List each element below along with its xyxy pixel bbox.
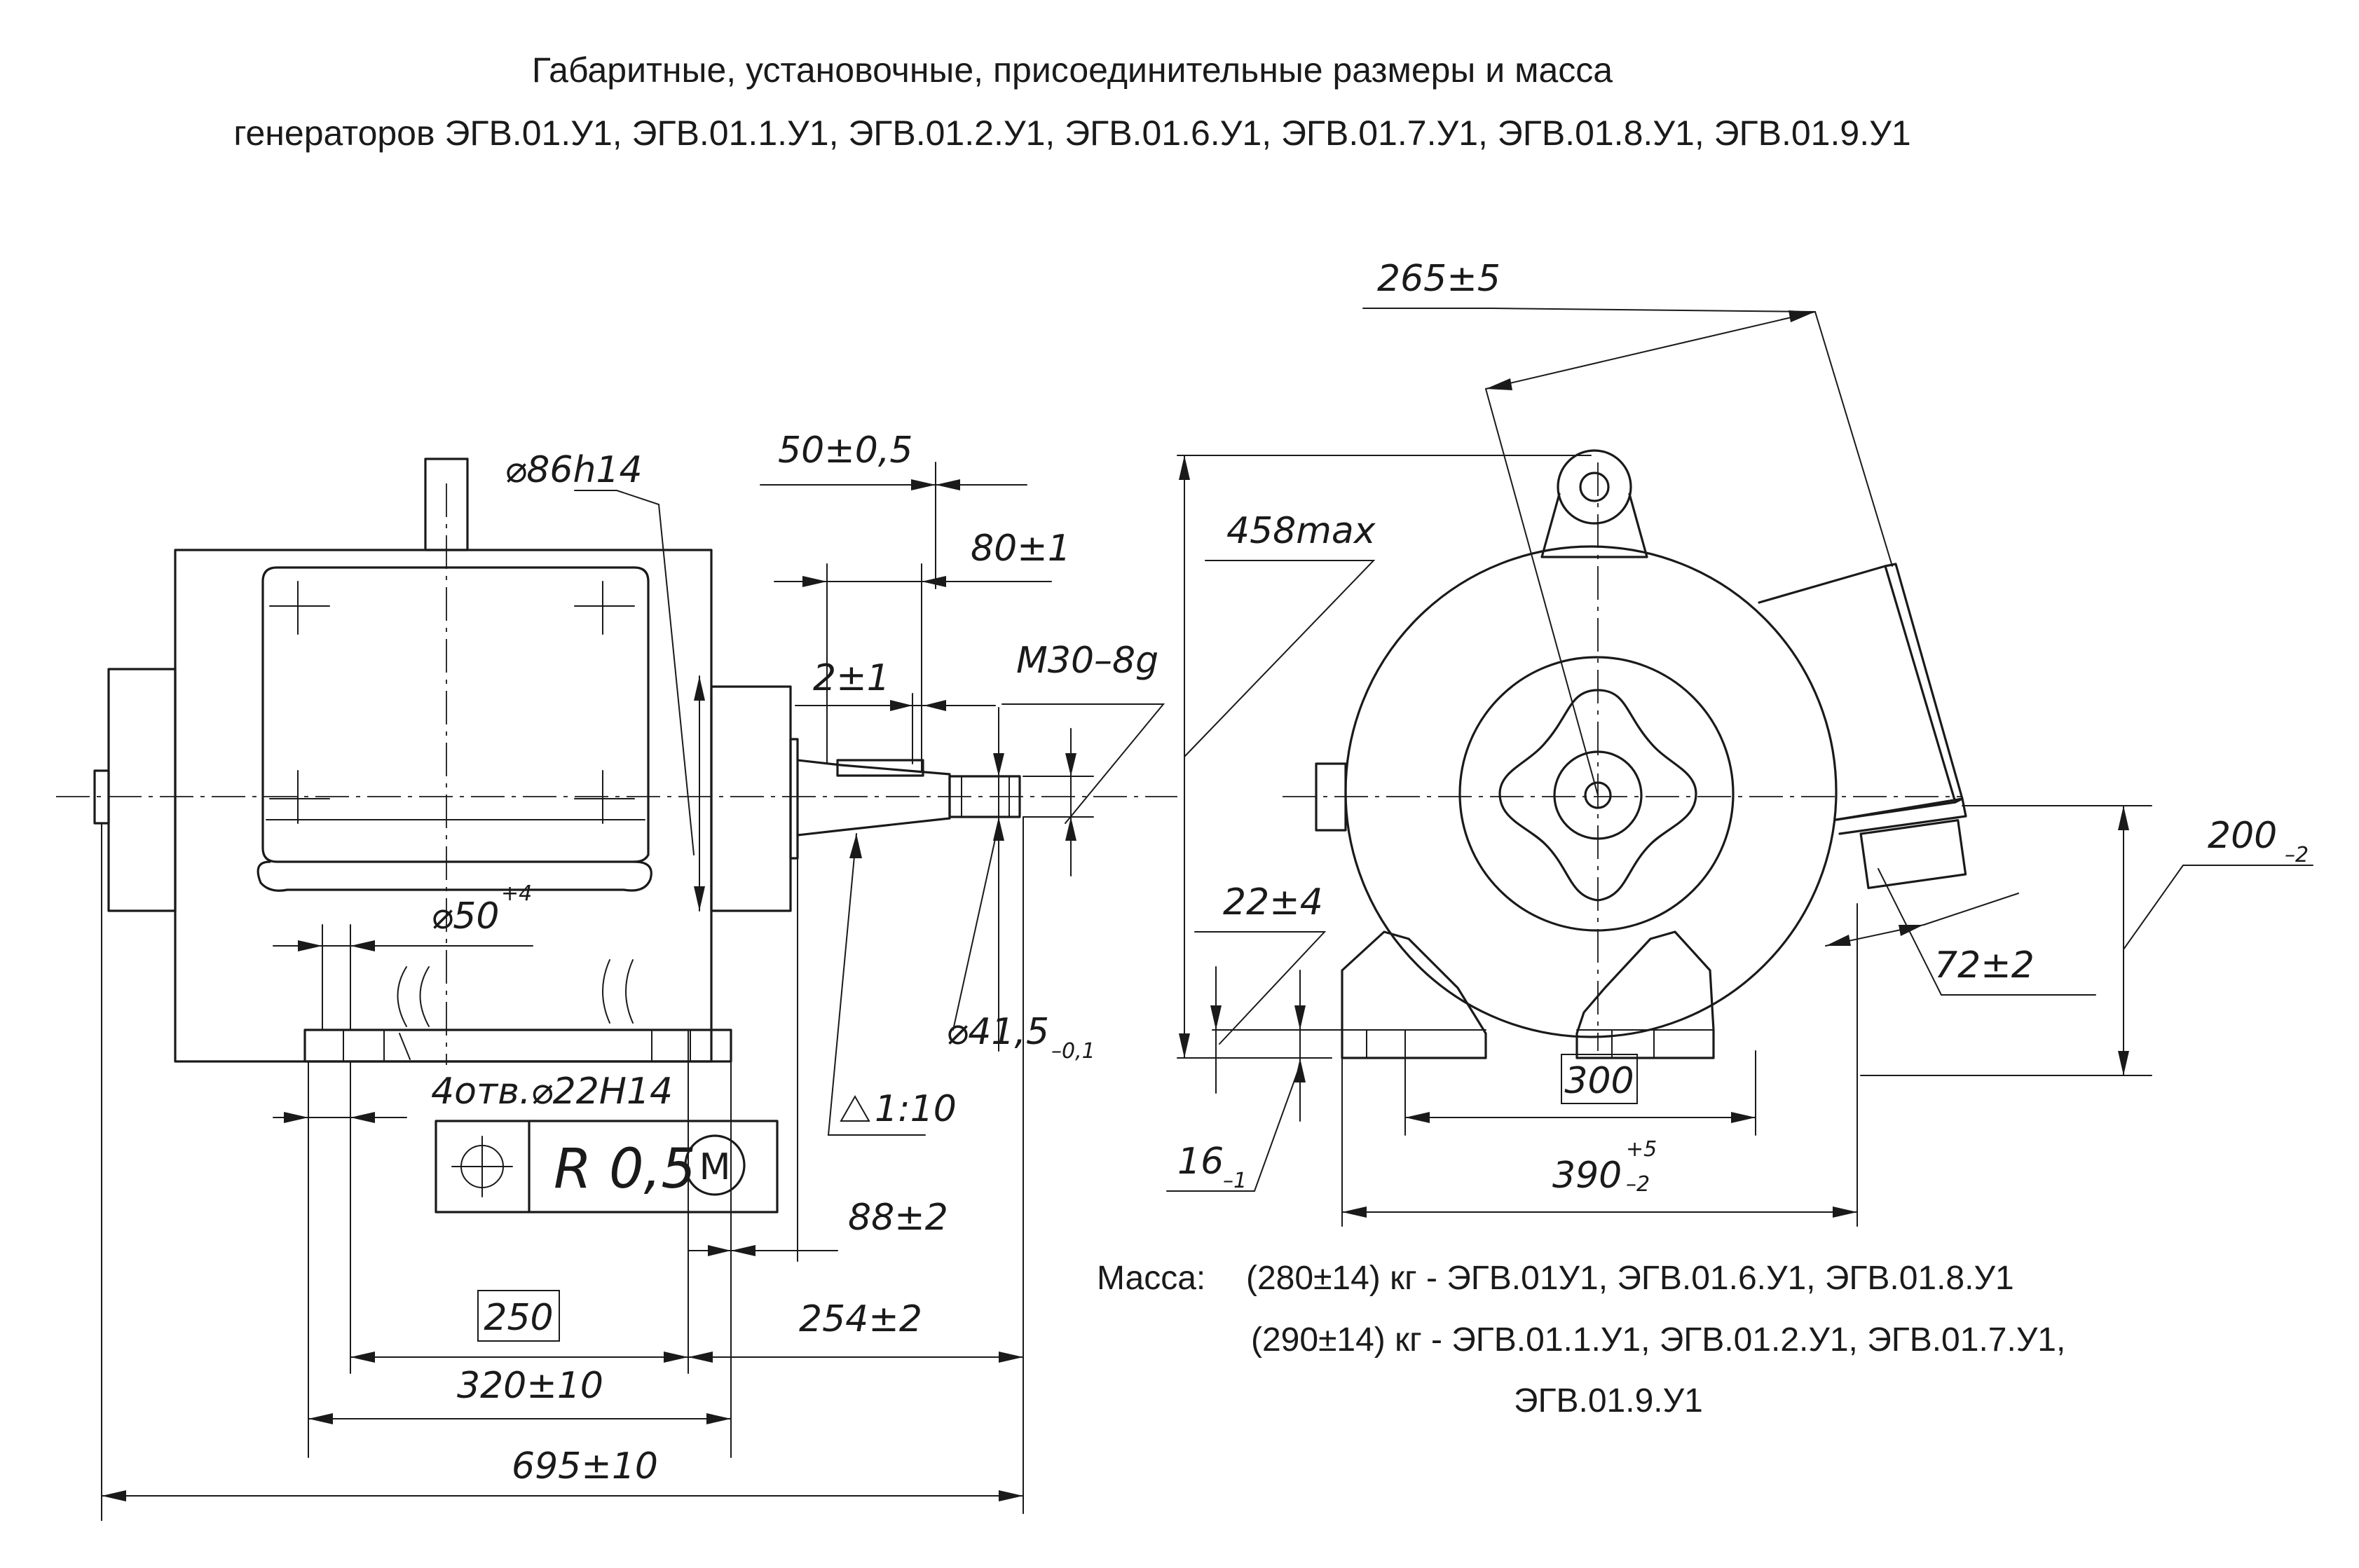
dim-265: 265±5 — [1377, 258, 1500, 300]
flange-circle — [1458, 656, 1735, 932]
dim-16-tolerance: –1 — [1223, 1169, 1247, 1193]
dim-390: 390 — [1552, 1155, 1622, 1197]
tolerance-modifier: M — [699, 1146, 731, 1188]
threaded-end — [948, 775, 1021, 818]
base-plate — [303, 1029, 732, 1063]
dim-250: 250 — [484, 1297, 553, 1339]
dim-50-05: 50±0,5 — [778, 429, 912, 472]
dim-200-tolerance: –2 — [2285, 843, 2309, 867]
lobed-flange — [1498, 689, 1697, 902]
position-tolerance-frame: R 0,5 M — [435, 1120, 779, 1213]
side-view: ⌀86h14 50±0,5 80±1 M30–8g 2±1 ⌀50 +4 ⌀41… — [56, 429, 1177, 1521]
terminal-box-side — [1758, 565, 1957, 821]
lifting-eye — [1540, 449, 1648, 558]
mass-line-1: (280±14) кг - ЭГВ.01У1, ЭГВ.01.6.У1, ЭГВ… — [1246, 1260, 2014, 1297]
title-line-2: генераторов ЭГВ.01.У1, ЭГВ.01.1.У1, ЭГВ.… — [233, 114, 1910, 153]
dim-300: 300 — [1564, 1060, 1634, 1102]
terminal-box — [261, 566, 650, 863]
dim-taper: 1:10 — [875, 1088, 957, 1130]
dim-2: 2±1 — [813, 657, 890, 699]
cable-gland — [1859, 819, 1967, 889]
mass-label: Масса: — [1097, 1260, 1205, 1297]
dim-diameter-41: ⌀41,5 — [946, 1011, 1049, 1053]
front-flange — [710, 685, 792, 912]
dim-458: 458max — [1226, 510, 1376, 552]
dim-390-tolerance-lower: –2 — [1626, 1172, 1650, 1197]
title-line-1: Габаритные, установочные, присоединитель… — [532, 50, 1613, 90]
dim-80: 80±1 — [971, 528, 1071, 570]
mass-block: Масса: (280±14) кг - ЭГВ.01У1, ЭГВ.01.6.… — [1097, 1260, 2065, 1419]
shaft-key — [836, 759, 924, 777]
dim-holes: 4отв.⌀22H14 — [431, 1071, 673, 1113]
dim-200: 200 — [2208, 815, 2277, 857]
shaft — [796, 759, 951, 837]
side-stud — [1315, 762, 1347, 832]
dim-320: 320±10 — [457, 1365, 603, 1407]
mass-line-2: (290±14) кг - ЭГВ.01.1.У1, ЭГВ.01.2.У1, … — [1251, 1321, 2065, 1359]
dim-254: 254±2 — [799, 1298, 922, 1340]
housing-circle — [1344, 545, 1838, 1038]
dim-695: 695±10 — [512, 1445, 658, 1487]
mmc-modifier-icon — [684, 1134, 746, 1196]
dim-diameter-50-tolerance: +4 — [501, 881, 532, 906]
dim-thread: M30–8g — [1016, 640, 1158, 682]
rear-cover — [107, 668, 177, 912]
main-housing — [174, 549, 713, 1063]
dim-72: 72±2 — [1934, 944, 2035, 986]
dim-300-frame — [1561, 1054, 1638, 1104]
right-foot — [1575, 930, 1715, 1059]
dim-diameter-50: ⌀50 — [431, 895, 499, 937]
dim-22: 22±4 — [1223, 881, 1323, 923]
dim-250-frame — [477, 1290, 560, 1342]
dim-16: 16 — [1177, 1141, 1224, 1183]
dim-390-tolerance-upper: +5 — [1626, 1137, 1657, 1162]
dim-diameter-86: ⌀86h14 — [505, 449, 643, 491]
left-foot — [1341, 930, 1487, 1059]
dim-diameter-41-tolerance: –0,1 — [1051, 1039, 1095, 1064]
end-view: 265±5 458max 22±4 16 –1 300 — [1166, 258, 2313, 1227]
dim-88: 88±2 — [848, 1197, 948, 1239]
tolerance-value: R 0,5 — [554, 1138, 696, 1201]
mass-line-3: ЭГВ.01.9.У1 — [1514, 1382, 1703, 1419]
